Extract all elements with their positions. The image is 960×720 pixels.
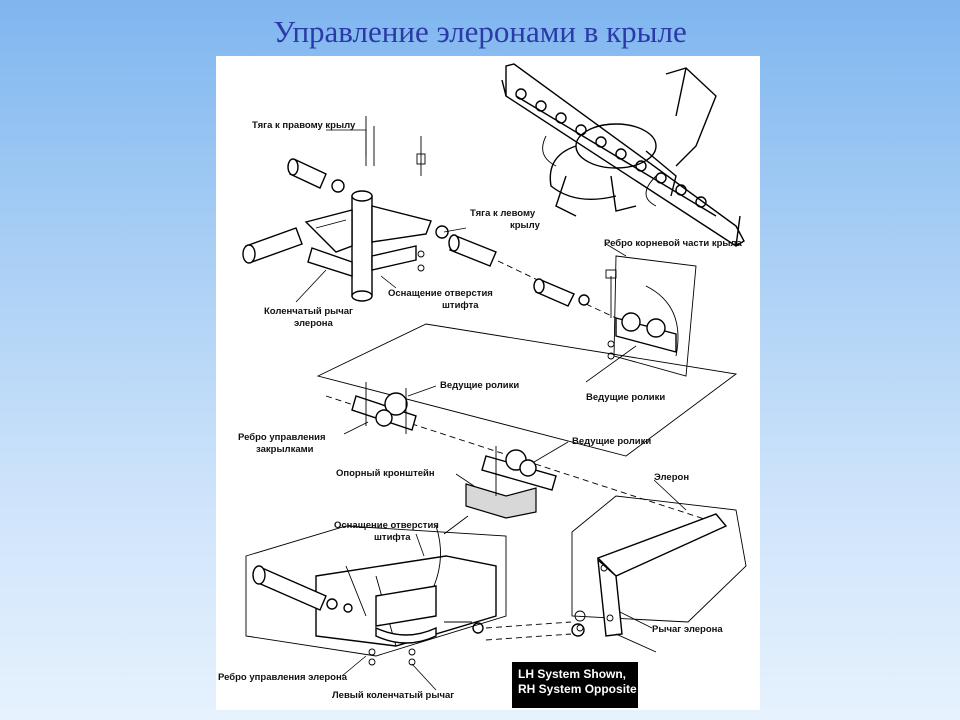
label-pin-hole-fitting-bottom-line1: Оснащение отверстия (334, 520, 439, 531)
label-bellcrank-line1: Коленчатый рычаг (264, 306, 353, 317)
legend-line-1: LH System Shown, (518, 667, 627, 681)
label-leader-lines (295, 129, 687, 691)
root-rib-assembly (605, 255, 697, 377)
aircraft-illustration (501, 63, 745, 247)
label-aileron-rib: Ребро управления элерона (218, 672, 348, 683)
aileron-assembly (571, 495, 747, 653)
label-flap-rib-line2: закрылками (256, 444, 314, 455)
label-support-bracket: Опорный кронштейн (336, 468, 435, 479)
label-aileron: Элерон (654, 472, 689, 483)
label-aileron-lever: Рычаг элерона (652, 624, 723, 635)
label-pull-rod-right: Тяга к правому крылу (252, 120, 356, 131)
label-bellcrank-line2: элерона (294, 318, 334, 329)
label-pull-rod-left-line2: крылу (510, 220, 541, 231)
label-pin-hole-fitting-top-line2: штифта (442, 300, 479, 311)
system-legend-box: LH System Shown, RH System Opposite (512, 662, 638, 708)
label-pin-hole-fitting-top-line1: Оснащение отверстия (388, 288, 493, 299)
label-root-rib: Ребро корневой части крыла (604, 238, 743, 249)
label-drive-rollers-middle: Ведущие ролики (440, 380, 519, 391)
bellcrank-assembly (242, 116, 617, 319)
aileron-control-diagram: Тяга к правому крылу Тяга к левому крылу… (216, 56, 760, 710)
diagram-drawing: Тяга к правому крылу Тяга к левому крылу… (218, 63, 747, 701)
drive-roller-section (316, 323, 738, 527)
slide-title: Управление элеронами в крыле (273, 14, 687, 49)
label-pin-hole-fitting-bottom-line2: штифта (374, 532, 411, 543)
label-drive-rollers-lower: Ведущие ролики (572, 436, 651, 447)
label-left-bellcrank: Левый коленчатый рычаг (332, 690, 454, 701)
label-pull-rod-left-line1: Тяга к левому (470, 208, 536, 219)
aileron-rib-assembly (245, 515, 572, 666)
label-flap-rib-line1: Ребро управления (238, 432, 326, 443)
label-drive-rollers-root: Ведущие ролики (586, 392, 665, 403)
legend-line-2: RH System Opposite (518, 682, 637, 696)
